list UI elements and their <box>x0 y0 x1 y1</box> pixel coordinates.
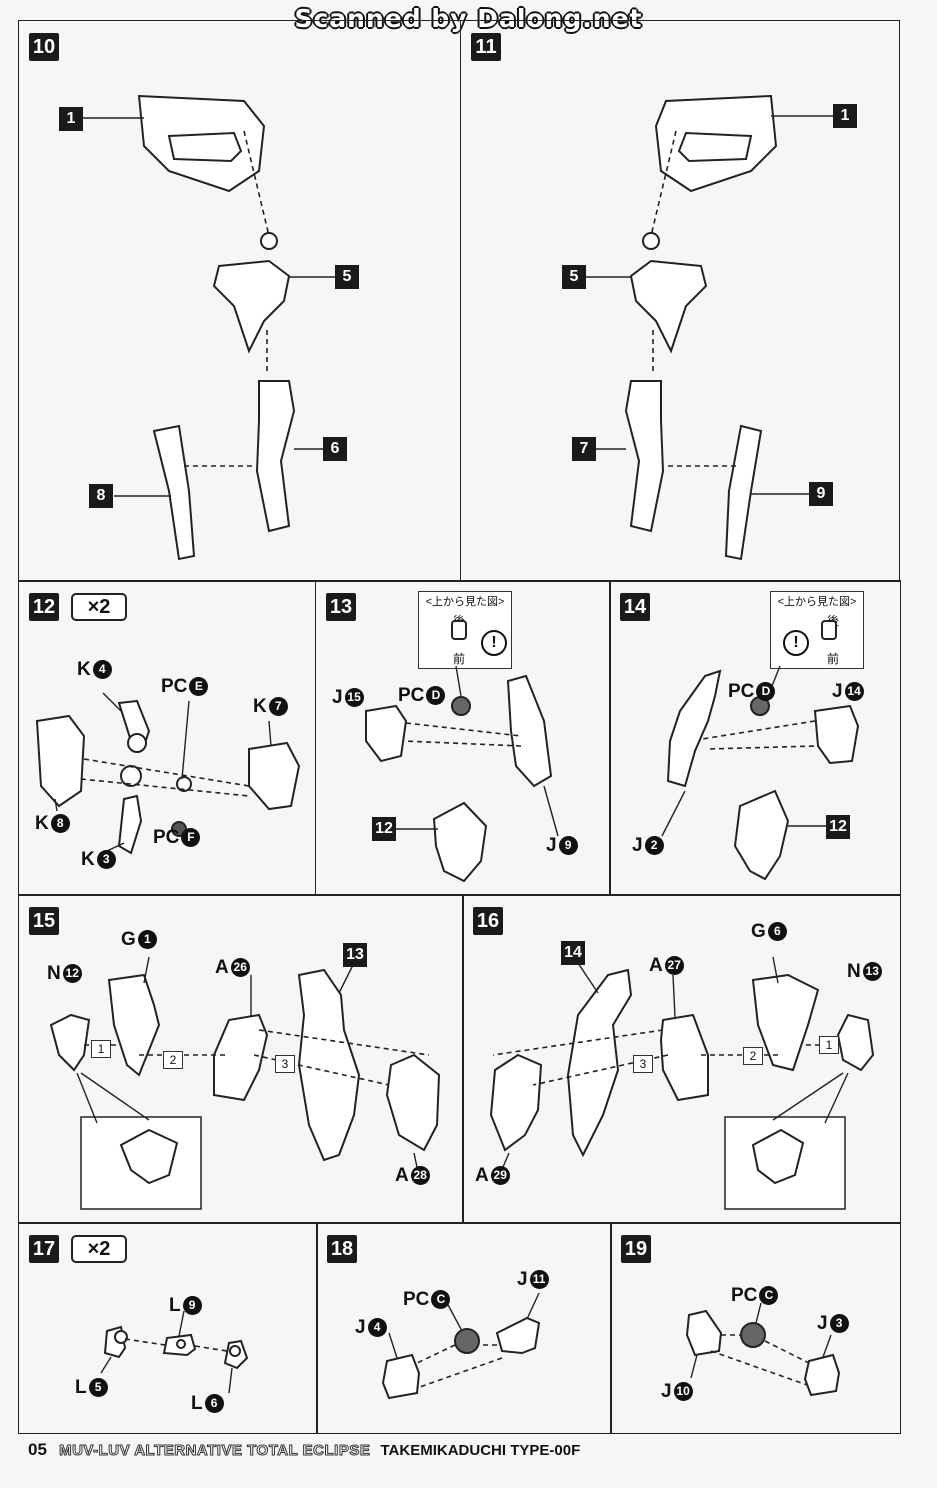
step-13-illustration <box>365 620 559 883</box>
step-13-panel: 13 <上から見た図> 後 前 ! J15 PCD J9 12 <box>315 580 611 896</box>
step-number: 11 <box>471 33 501 61</box>
step-number: 16 <box>473 907 503 935</box>
top-view-note: <上から見た図> 後 前 ! <box>770 591 864 669</box>
page-footer: 05 MUV-LUV ALTERNATIVE TOTAL ECLIPSE TAK… <box>28 1440 580 1460</box>
step-number: 17 <box>29 1235 59 1263</box>
step-number: 19 <box>621 1235 651 1263</box>
step-number: 14 <box>620 593 650 621</box>
order-step: 3 <box>275 1055 295 1073</box>
kit-title: TAKEMIKADUCHI TYPE-00F <box>380 1442 581 1459</box>
multiplier-badge: ×2 <box>71 593 127 621</box>
top-view-note: <上から見た図> 後 前 ! <box>418 591 512 669</box>
step-18-illustration <box>381 1292 541 1400</box>
part-callout: 6 <box>323 437 347 461</box>
step-16-illustration <box>489 956 875 1210</box>
step-10-illustration <box>83 94 337 561</box>
step-15-illustration <box>49 956 441 1210</box>
step-number: 18 <box>327 1235 357 1263</box>
part-callout: 5 <box>335 265 359 289</box>
step-10-panel: 10 1 5 6 8 <box>18 20 461 582</box>
step-11-illustration <box>586 94 833 561</box>
order-step: 3 <box>633 1055 653 1073</box>
series-title: MUV-LUV ALTERNATIVE TOTAL ECLIPSE <box>59 1442 371 1460</box>
part-callout: 14 <box>561 941 585 965</box>
step-17-illustration <box>100 1310 249 1394</box>
warning-icon: ! <box>783 630 809 656</box>
part-callout: 1 <box>833 104 857 128</box>
part-callout: 1 <box>59 107 83 131</box>
part-callout: 12 <box>826 815 850 839</box>
step-number: 12 <box>29 593 59 621</box>
step-number: 10 <box>29 33 59 61</box>
part-callout: 12 <box>372 817 396 841</box>
step-number: 15 <box>29 907 59 935</box>
part-callout: 7 <box>572 437 596 461</box>
part-callout: 13 <box>343 943 367 967</box>
part-callout: 5 <box>562 265 586 289</box>
order-step: 1 <box>819 1036 839 1054</box>
step-number: 13 <box>326 593 356 621</box>
page-number: 05 <box>28 1440 47 1459</box>
part-callout: 9 <box>809 482 833 506</box>
order-step: 1 <box>91 1040 111 1058</box>
order-step: 2 <box>163 1051 183 1069</box>
step-14-panel: 14 <上から見た図> 後 前 ! PCD J14 J2 12 <box>609 580 901 896</box>
step-19-illustration <box>685 1302 841 1397</box>
multiplier-badge: ×2 <box>71 1235 127 1263</box>
warning-icon: ! <box>481 630 507 656</box>
step-12-illustration <box>35 692 301 855</box>
watermark: Scanned by Dalong.net <box>294 4 643 33</box>
order-step: 2 <box>743 1047 763 1065</box>
part-callout: 8 <box>89 484 113 508</box>
step-11-panel: 11 1 5 7 9 <box>460 20 900 582</box>
